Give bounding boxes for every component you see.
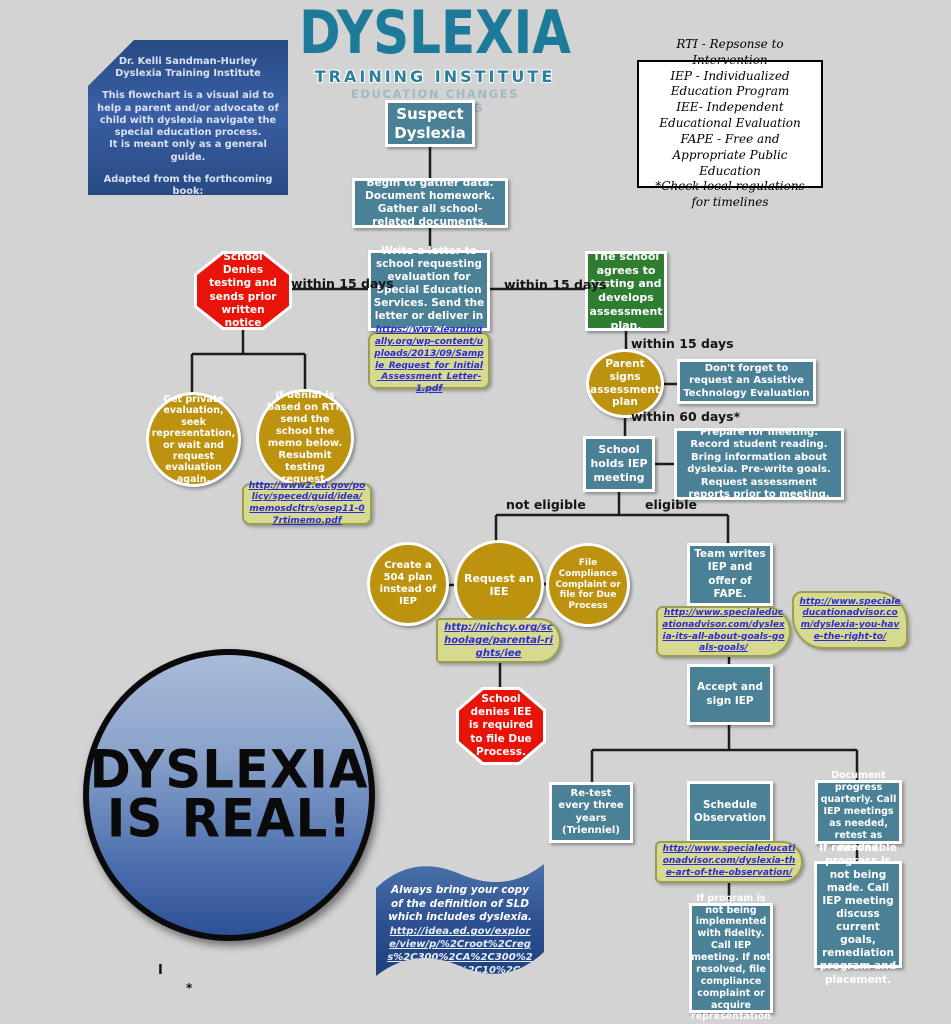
link-art-of-observation[interactable]: http://www.specialeducationadvisor.com/d… xyxy=(655,841,803,883)
circle-get-private-evaluation: Get private evaluation, seek representat… xyxy=(146,392,241,487)
logo: DYSLEXIA TRAINING INSTITUTE EDUCATION CH… xyxy=(299,0,571,115)
link-goals-goals-goals[interactable]: http://www.specialeducationadvisor.com/d… xyxy=(656,606,791,657)
stop-school-denies-testing-label: School Denies testing and sends prior wr… xyxy=(197,254,289,327)
node-document-progress: Document progress quarterly. Call IEP me… xyxy=(815,770,902,853)
link-rti-memo-text[interactable]: http://www2.ed.gov/policy/speced/guid/id… xyxy=(248,480,366,526)
legend-box: RTI - Repsonse to Intervention IEP - Ind… xyxy=(637,37,823,209)
legend-fape: FAPE - Free and Appropriate Public Educa… xyxy=(672,131,788,178)
node-write-letter: Write a letter to school requesting eval… xyxy=(368,245,490,335)
link-goals-goals-goals-text[interactable]: http://www.specialeducationadvisor.com/d… xyxy=(662,608,785,654)
node-team-writes-iep: Team writes IEP and offer of FAPE. xyxy=(687,543,773,606)
wave-note-text: Always bring your copy of the definition… xyxy=(388,884,532,924)
node-gather-data: Begin to gather data. Document homework.… xyxy=(352,177,508,228)
info-author: Dr. Kelli Sandman-Hurley xyxy=(118,56,258,67)
link-art-of-observation-text[interactable]: http://www.specialeducationadvisor.com/d… xyxy=(662,844,796,878)
edge-label-not-eligible: not eligible xyxy=(506,497,586,512)
legend-iee: IEE- Independent Educational Evaluation xyxy=(659,100,801,131)
edge-label-within-15-days-right: within 15 days xyxy=(504,277,607,292)
node-if-no-progress: If reasonable progress is not being made… xyxy=(814,842,902,986)
info-description: This flowchart is a visual aid to help a… xyxy=(97,90,279,139)
stray-mark-2: * xyxy=(186,981,193,995)
logo-subtitle: TRAINING INSTITUTE xyxy=(314,67,556,87)
logo-title: DYSLEXIA xyxy=(299,0,571,68)
link-you-have-the-right-to-text[interactable]: http://www.specialeducationadvisor.com/d… xyxy=(799,596,901,642)
info-institute: Dyslexia Training Institute xyxy=(115,68,261,80)
legend-note: *Check local regulations for timelines xyxy=(655,179,805,210)
node-if-not-implemented: If program is not being implemented with… xyxy=(689,893,773,1022)
link-parental-rights-iee[interactable]: http://nichcy.org/schoolage/parental-rig… xyxy=(436,618,561,663)
stop-school-denies-testing: School Denies testing and sends prior wr… xyxy=(194,251,292,330)
node-suspect-dyslexia: Suspect Dyslexia xyxy=(385,100,475,147)
legend-rti: RTI - Repsonse to Intervention xyxy=(676,36,784,67)
circle-file-compliance-complaint: File Compliance Complaint or file for Du… xyxy=(546,543,630,627)
info-box: Dr. Kelli Sandman-Hurley Dyslexia Traini… xyxy=(88,40,288,195)
node-accept-sign-iep: Accept and sign IEP xyxy=(687,664,773,725)
banner-line1: DYSLEXIA xyxy=(89,737,369,800)
node-prepare-meeting: Prepare for meeting. Record student read… xyxy=(674,427,844,500)
circle-denial-based-on-rti: If denial is based on RTI, send the scho… xyxy=(256,389,354,487)
link-you-have-the-right-to[interactable]: http://www.specialeducationadvisor.com/d… xyxy=(792,591,908,649)
link-parental-rights-iee-text[interactable]: http://nichcy.org/schoolage/parental-rig… xyxy=(444,622,553,659)
link-sample-request-letter[interactable]: https://www.learningally.org/wp-content/… xyxy=(368,325,490,394)
circle-request-iee: Request an IEE xyxy=(454,540,544,630)
stop-school-denies-iee: School denies IEE is required to file Du… xyxy=(456,687,546,765)
node-retest: Re-test every three years (Trienniel) xyxy=(549,782,633,843)
node-school-agrees: The school agrees to testing and develop… xyxy=(585,250,667,332)
edge-label-within-60-days: within 60 days* xyxy=(631,409,741,424)
edge-label-within-15-days-assessment: within 15 days xyxy=(631,336,734,351)
dyslexia-is-real-banner: DYSLEXIA IS REAL! xyxy=(83,649,375,941)
circle-create-504-plan: Create a 504 plan instead of IEP xyxy=(367,542,449,626)
node-holds-iep-meeting: School holds IEP meeting xyxy=(583,436,655,492)
edge-label-within-15-days-left: within 15 days xyxy=(291,276,394,291)
stop-school-denies-iee-label: School denies IEE is required to file Du… xyxy=(459,690,543,762)
wave-note: Always bring your copy of the definition… xyxy=(376,858,544,982)
info-disclaimer: It is meant only as a general guide. xyxy=(109,139,267,163)
circle-parent-signs-plan: Parent signs assessment plan xyxy=(586,349,664,418)
node-schedule-observation: Schedule Observation xyxy=(687,781,773,843)
edge-label-eligible: eligible xyxy=(645,497,697,512)
link-sample-request-letter-text[interactable]: https://www.learningally.org/wp-content/… xyxy=(374,325,484,394)
info-adapted: Adapted from the forthcoming book: xyxy=(103,173,273,198)
node-assistive-tech: Don't forget to request an Assistive Tec… xyxy=(677,359,816,404)
stray-mark-1: I xyxy=(158,963,163,978)
link-rti-memo[interactable]: http://www2.ed.gov/policy/speced/guid/id… xyxy=(242,480,372,526)
legend-iep: IEP - Individualized Education Program xyxy=(670,68,790,99)
banner-line2: IS REAL! xyxy=(106,786,352,849)
